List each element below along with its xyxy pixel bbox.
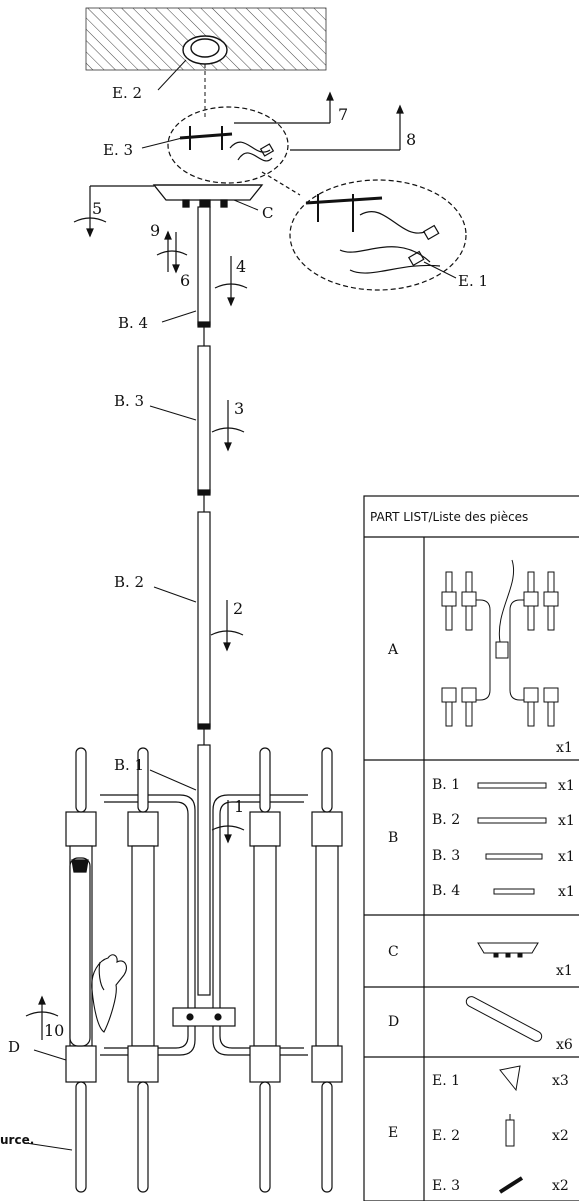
part-letter-e: E (388, 1125, 398, 1141)
part-code-b3: B. 3 (432, 848, 460, 864)
step-5: 5 (92, 199, 102, 218)
part-qty-a: x1 (556, 740, 573, 756)
callout-e3: E. 3 (103, 141, 133, 159)
callout-e2: E. 2 (112, 84, 142, 102)
part-code-b1: B. 1 (432, 777, 460, 793)
part-d-illustration (465, 996, 543, 1042)
callout-b4: B. 4 (118, 314, 148, 332)
callout-e1: E. 1 (458, 272, 488, 290)
step-6: 6 (180, 271, 190, 290)
canopy-c (152, 184, 264, 208)
part-qty-e3: x2 (552, 1178, 569, 1194)
leader-lines (25, 59, 457, 1151)
rotation-arrows (25, 91, 404, 1040)
bulb-d (69, 857, 91, 1047)
part-qty-b1: x1 (558, 778, 575, 794)
detail-bubble-e1 (261, 171, 467, 291)
part-qty-b3: x1 (558, 849, 575, 865)
part-code-e3: E. 3 (432, 1178, 460, 1194)
part-qty-b2: x1 (558, 813, 575, 829)
step-9: 9 (150, 221, 160, 240)
part-a-illustration (441, 559, 559, 727)
clipped-text: urce. (0, 1133, 35, 1147)
step-7: 7 (338, 105, 348, 124)
step-4: 4 (236, 257, 246, 276)
callout-d: D (8, 1038, 20, 1056)
part-b1-rod (477, 782, 547, 789)
part-list-header: PART LIST/Liste des pièces (370, 510, 528, 524)
part-letter-a: A (387, 642, 399, 658)
part-qty-b4: x1 (558, 884, 575, 900)
part-b3-rod (485, 853, 543, 860)
part-b4-rod (493, 888, 535, 895)
hand-illustration (91, 954, 127, 1033)
step-3: 3 (234, 399, 244, 418)
callout-b1: B. 1 (114, 756, 144, 774)
part-qty-d: x6 (556, 1037, 573, 1053)
part-list-table: PART LIST/Liste des pièces A x1 B B. 1 x… (363, 495, 579, 1201)
part-code-b4: B. 4 (432, 883, 460, 899)
canopy-bracket-bubble (167, 106, 289, 184)
part-letter-c: C (388, 944, 399, 960)
ceiling-anchor-e2 (182, 35, 228, 120)
part-letter-b: B (388, 830, 398, 846)
callout-b2: B. 2 (114, 573, 144, 591)
part-e3-screw (498, 1176, 524, 1194)
part-b2-rod (477, 817, 547, 824)
callout-b3: B. 3 (114, 392, 144, 410)
callout-c: C (262, 204, 273, 222)
part-e2-anchor (505, 1114, 515, 1147)
part-qty-e2: x2 (552, 1128, 569, 1144)
part-letter-d: D (388, 1014, 399, 1030)
step-10: 10 (44, 1021, 64, 1040)
part-code-e1: E. 1 (432, 1073, 460, 1089)
step-2: 2 (233, 599, 243, 618)
part-code-b2: B. 2 (432, 812, 460, 828)
rod-segments (197, 206, 211, 996)
part-qty-c: x1 (556, 963, 573, 979)
step-1: 1 (234, 797, 244, 816)
part-code-e2: E. 2 (432, 1128, 460, 1144)
part-e1-wire-nut (499, 1065, 521, 1092)
part-c-illustration (477, 942, 539, 958)
step-8: 8 (406, 130, 416, 149)
part-qty-e1: x3 (552, 1073, 569, 1089)
